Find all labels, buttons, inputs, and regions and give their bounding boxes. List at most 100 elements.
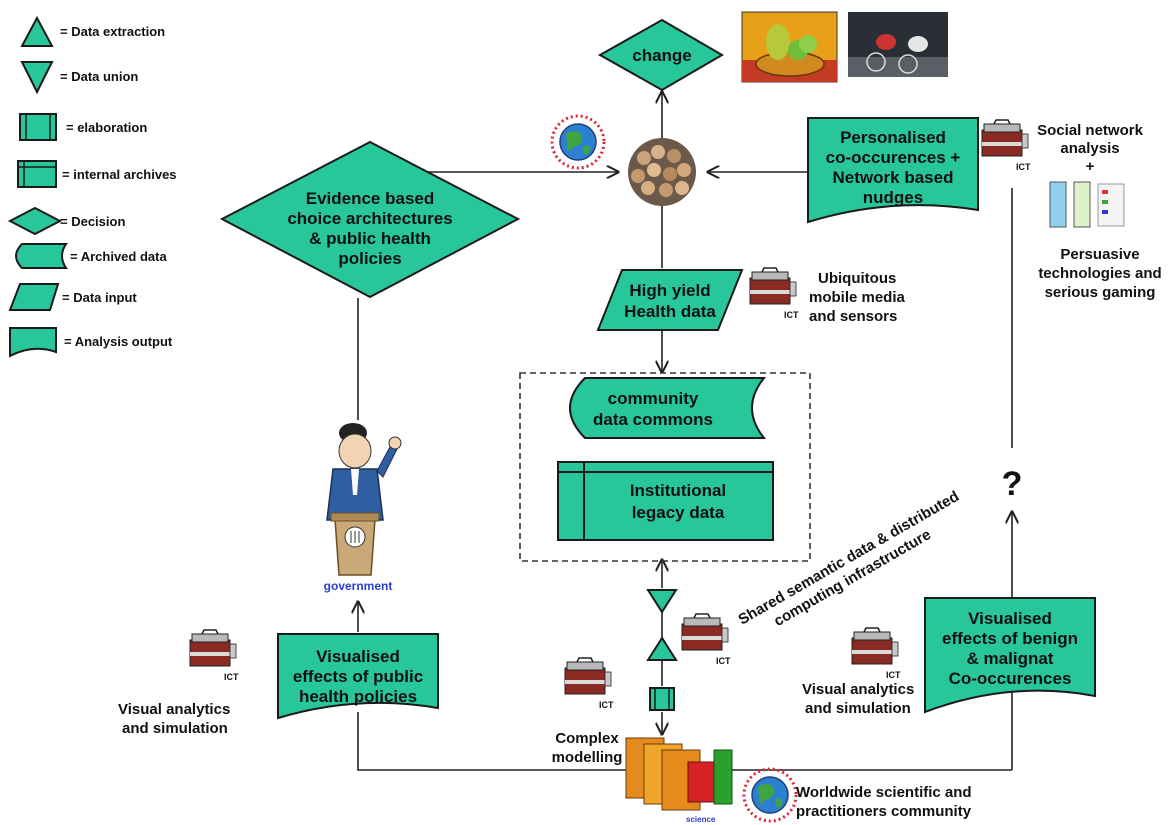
evidence-line-4: policies <box>338 249 401 268</box>
legend-label: = Data input <box>62 290 137 305</box>
legend-label: = internal archives <box>62 167 177 182</box>
community-shape <box>569 377 767 439</box>
legend-data-input-icon <box>8 283 60 311</box>
data-extraction-triangle <box>646 636 678 661</box>
ict-toolbox-icon: ICT <box>749 267 799 320</box>
svg-text:and simulation: and simulation <box>805 700 911 717</box>
svg-text:and simulation: and simulation <box>122 720 228 737</box>
elaboration-box <box>649 687 675 711</box>
evidence-line-1: Evidence based <box>306 189 435 208</box>
svg-text:ICT: ICT <box>886 670 901 680</box>
social-network-caption: Social network analysis + <box>1037 122 1144 175</box>
visual-analytics-right-caption: Visual analytics and simulation <box>802 681 914 717</box>
svg-text:mobile media: mobile media <box>809 289 906 306</box>
legend-analysis-output-icon <box>9 327 57 358</box>
svg-text:serious gaming: serious gaming <box>1045 284 1156 301</box>
svg-text:ICT: ICT <box>599 700 614 710</box>
institutional-shape <box>557 461 774 541</box>
evidence-diamond <box>219 140 521 299</box>
legend-label: = elaboration <box>66 120 147 135</box>
change-decision: change <box>597 18 724 92</box>
svg-text:practitioners community: practitioners community <box>796 803 972 820</box>
community-archived-data: community data commons <box>569 377 767 439</box>
legend-label: = Archived data <box>70 249 167 264</box>
visualised-benign-line-2: effects of benign <box>942 629 1078 648</box>
worldwide-community-caption: Worldwide scientific and practitioners c… <box>796 784 972 820</box>
phone-apps-icon <box>1049 181 1125 228</box>
personalised-line-1: Personalised <box>840 128 946 147</box>
svg-text:computing infrastructure: computing infrastructure <box>771 526 934 630</box>
svg-text:Visual analytics: Visual analytics <box>802 681 914 698</box>
svg-text:analysis: analysis <box>1060 140 1119 157</box>
bottom-feedback-line <box>357 712 1012 771</box>
personalised-output: Personalised co-occurences + Network bas… <box>807 117 979 224</box>
globe-icon <box>550 114 606 170</box>
question-mark: ? <box>1002 465 1023 503</box>
legend: = Data extraction = Data union = elabora… <box>7 15 177 358</box>
politician-figure <box>326 423 402 576</box>
svg-text:Persuasive: Persuasive <box>1060 246 1139 263</box>
high-yield-input: High yield Health data <box>596 269 744 331</box>
science-label: science <box>686 815 716 824</box>
evidence-line-3: & public health <box>309 229 431 248</box>
svg-text:Ubiquitous: Ubiquitous <box>818 270 896 287</box>
ict-toolbox-icon: ICT <box>851 627 901 680</box>
ict-toolbox-icon: ICT <box>681 613 731 666</box>
legend-label: = Data extraction <box>60 24 165 39</box>
svg-text:ICT: ICT <box>784 310 799 320</box>
data-union-triangle <box>646 589 678 614</box>
visualised-benign-line-4: Co-occurences <box>949 669 1072 688</box>
change-label: change <box>632 46 692 65</box>
high-yield-line-2: Health data <box>624 302 716 321</box>
legend-item-data-extraction: = Data extraction <box>20 15 165 47</box>
visual-analytics-left-caption: Visual analytics and simulation <box>118 701 230 737</box>
svg-text:Visual analytics: Visual analytics <box>118 701 230 718</box>
government-caption: government <box>324 579 393 593</box>
visualised-benign-output: Visualised effects of benign & malignat … <box>924 597 1096 714</box>
svg-text:technologies and: technologies and <box>1038 265 1161 282</box>
personalised-line-4: nudges <box>863 188 923 207</box>
legend-item-data-union: = Data union <box>20 61 138 95</box>
high-yield-shape <box>596 269 744 331</box>
science-books-illustration: science <box>625 737 733 824</box>
institutional-internal-archive: Institutional legacy data <box>557 461 774 541</box>
svg-text:modelling: modelling <box>552 749 623 766</box>
change-diamond <box>597 18 724 92</box>
personalised-shape <box>807 117 979 224</box>
ict-toolbox-icon: ICT <box>564 657 614 710</box>
legend-diamond-icon <box>7 206 63 236</box>
svg-text:Social network: Social network <box>1037 122 1144 139</box>
fruit-bowl-painting <box>741 11 838 83</box>
people-crowd-icon <box>628 138 696 206</box>
legend-label: = Data union <box>60 69 138 84</box>
evidence-decision: Evidence based choice architectures & pu… <box>219 140 521 299</box>
visualised-policies-line-1: Visualised <box>316 647 400 666</box>
svg-text:ICT: ICT <box>716 656 731 666</box>
ubiquitous-caption: Ubiquitous mobile media and sensors <box>809 270 906 325</box>
svg-text:and sensors: and sensors <box>809 308 897 325</box>
legend-item-analysis-output: = Analysis output <box>9 327 173 358</box>
visualised-policies-line-3: health policies <box>299 687 417 706</box>
data-infrastructure-boundary <box>519 372 811 562</box>
legend-item-internal-archives: = internal archives <box>17 160 177 188</box>
worldwide-globe-icon <box>742 767 798 823</box>
svg-text:ICT: ICT <box>224 672 239 682</box>
visualised-benign-line-3: & malignat <box>967 649 1054 668</box>
visualised-policies-output: Visualised effects of public health poli… <box>277 633 439 720</box>
community-line-2: data commons <box>593 410 713 429</box>
svg-text:+: + <box>1086 158 1095 175</box>
svg-text:Worldwide scientific and: Worldwide scientific and <box>796 784 972 801</box>
legend-triangle-down-icon <box>20 61 54 95</box>
visualised-policies-line-2: effects of public <box>293 667 423 686</box>
ict-toolbox-icon: ICT <box>189 629 239 682</box>
personalised-line-2: co-occurences + <box>826 148 961 167</box>
visualised-benign-line-1: Visualised <box>968 609 1052 628</box>
legend-archived-data-icon <box>15 243 68 269</box>
personalised-line-3: Network based <box>833 168 954 187</box>
high-yield-line-1: High yield <box>629 281 710 300</box>
legend-item-elaboration: = elaboration <box>19 113 147 141</box>
legend-label: = Analysis output <box>64 334 173 349</box>
community-line-1: community <box>608 389 699 408</box>
